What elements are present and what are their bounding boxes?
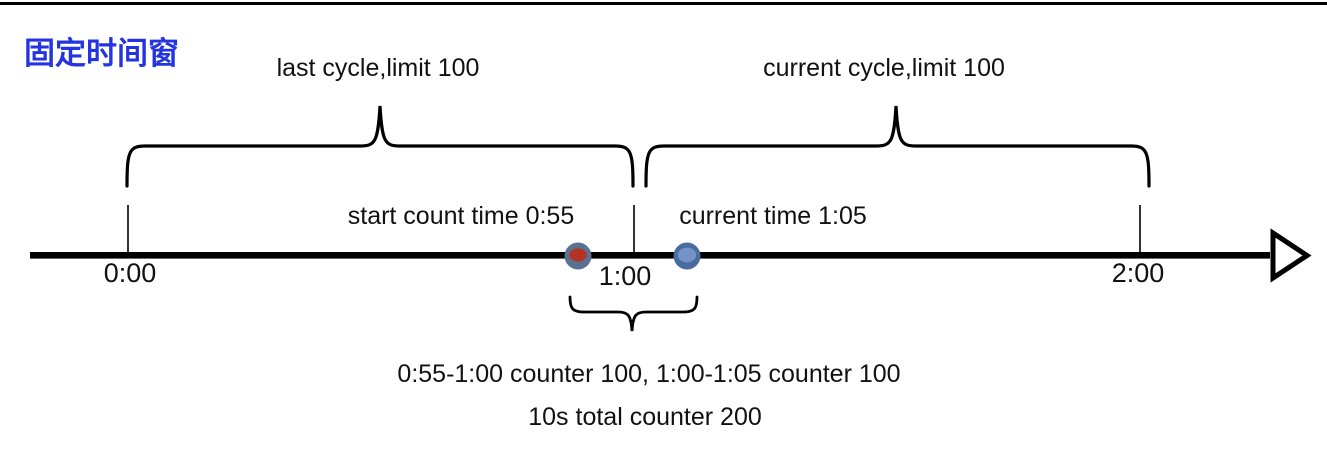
timeline-arrow-icon xyxy=(1270,228,1312,283)
tick-label-0-00: 0:00 xyxy=(103,258,157,288)
brace-current-cycle xyxy=(644,105,1151,188)
brace-last-cycle xyxy=(125,105,635,188)
last-cycle-label: last cycle,limit 100 xyxy=(276,54,480,82)
marker-current-time xyxy=(673,242,701,270)
current-cycle-label: current cycle,limit 100 xyxy=(763,54,1005,82)
page-title: 固定时间窗 xyxy=(24,36,179,71)
tick-label-1-00: 1:00 xyxy=(598,261,652,291)
top-border-line xyxy=(0,2,1327,5)
tick-label-2-00: 2:00 xyxy=(1111,258,1165,288)
marker-start-count xyxy=(564,242,592,270)
counter-summary-line: 0:55-1:00 counter 100, 1:00-1:05 counter… xyxy=(397,360,901,388)
marker-current-dot xyxy=(677,247,697,263)
brace-counting-window xyxy=(568,295,699,332)
total-counter-line: 10s total counter 200 xyxy=(528,403,762,431)
start-count-time-label: start count time 0:55 xyxy=(347,202,575,230)
current-time-label: current time 1:05 xyxy=(679,202,867,230)
timeline-axis xyxy=(30,252,1270,259)
marker-start-dot xyxy=(569,248,587,262)
